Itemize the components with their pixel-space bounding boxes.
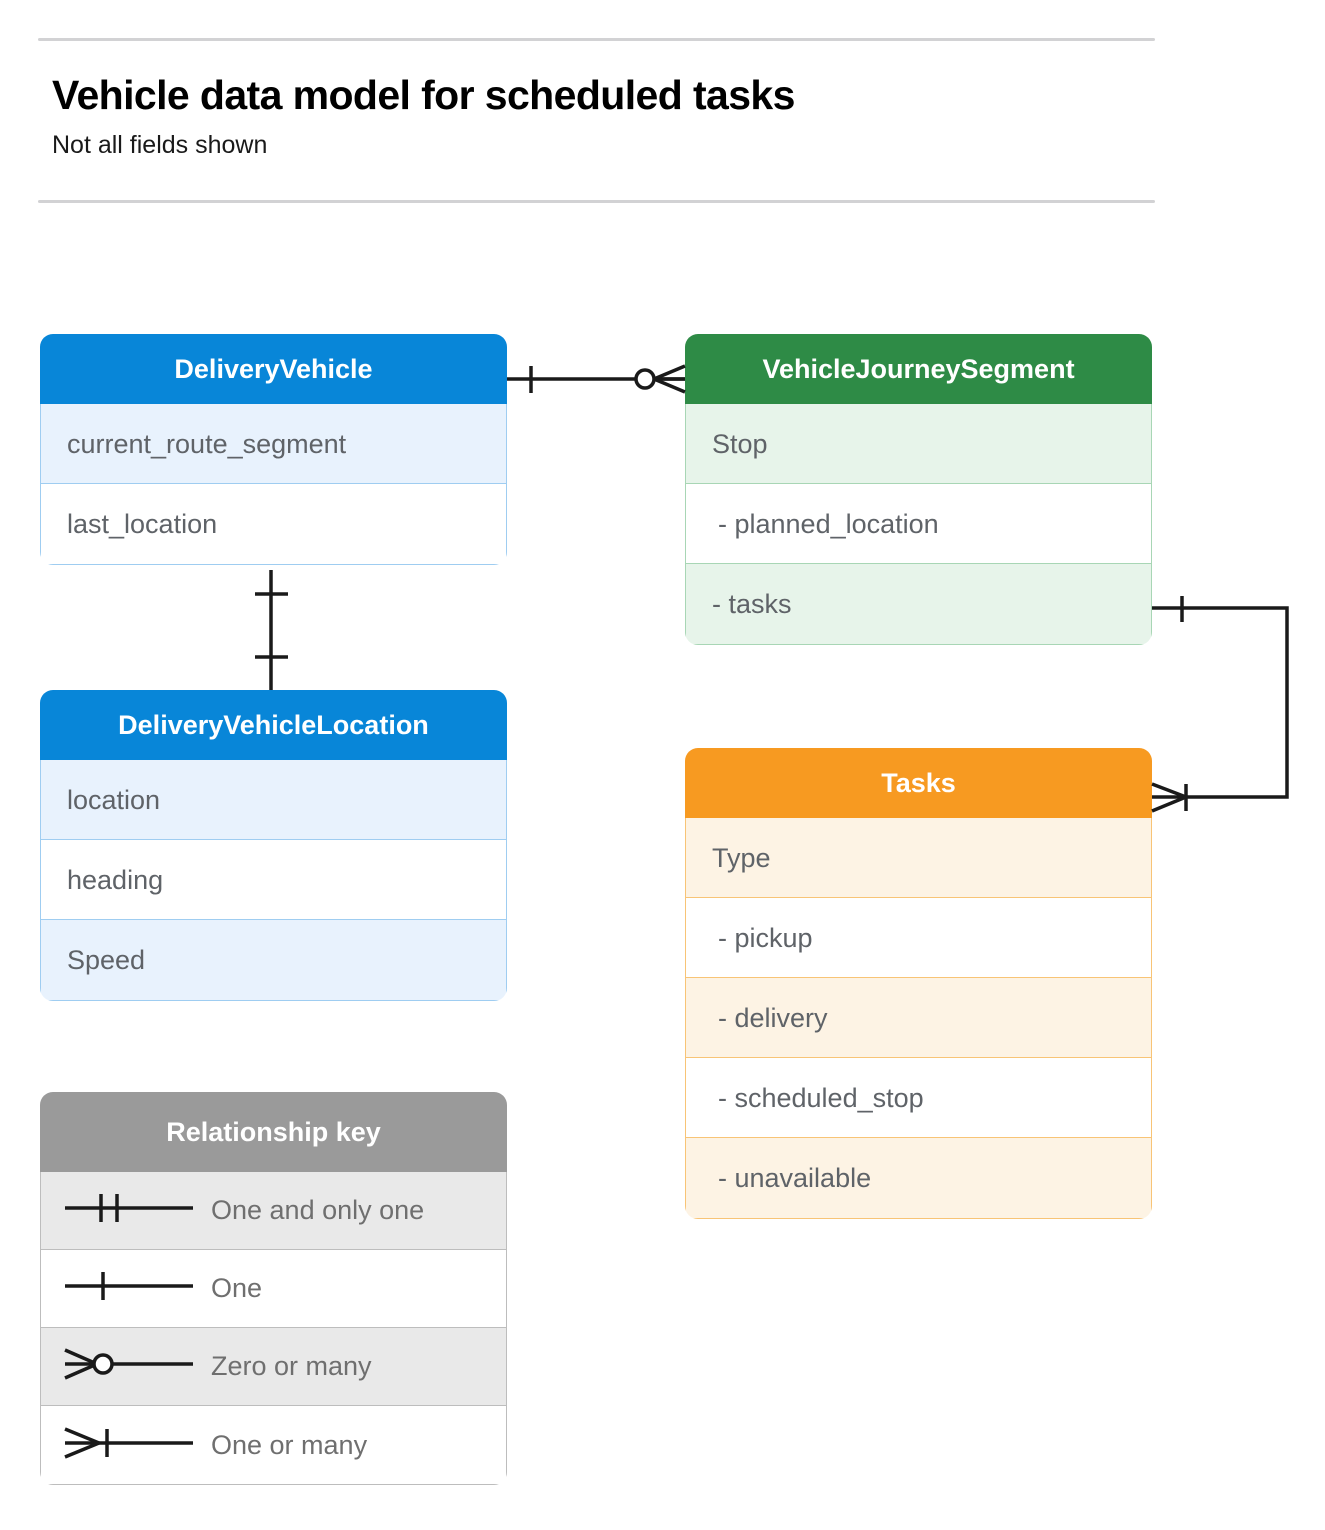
entity-delivery-vehicle[interactable]: DeliveryVehicle current_route_segment la… (40, 334, 507, 565)
entity-delivery-vehicle-location[interactable]: DeliveryVehicleLocation location heading… (40, 690, 507, 1001)
entity-fields-delivery-vehicle: current_route_segment last_location (40, 404, 507, 565)
page-subtitle: Not all fields shown (52, 131, 268, 159)
one-or-many-icon (41, 1423, 211, 1468)
legend-item: Zero or many (41, 1328, 506, 1406)
field-row: Stop (686, 404, 1151, 484)
legend-title: Relationship key (40, 1092, 507, 1172)
legend-rows: One and only one One Zero (40, 1172, 507, 1485)
field-row: location (41, 760, 506, 840)
entity-fields-delivery-vehicle-location: location heading Speed (40, 760, 507, 1001)
field-row: - planned_location (686, 484, 1151, 564)
field-row: - delivery (686, 978, 1151, 1058)
legend-item-label: One and only one (211, 1195, 425, 1225)
legend-item-label: One or many (211, 1429, 368, 1460)
entity-title-delivery-vehicle-location: DeliveryVehicleLocation (40, 690, 507, 760)
field-row: heading (41, 840, 506, 920)
header-bottom-divider (38, 200, 1155, 203)
field-row: last_location (41, 484, 506, 564)
zero-or-many-icon (41, 1344, 211, 1389)
field-row: - unavailable (686, 1138, 1151, 1218)
connector-deliveryvehicle-to-vehiclelocation (255, 570, 288, 690)
header-top-divider (38, 38, 1155, 41)
legend-item-label: One (211, 1273, 263, 1303)
field-row: current_route_segment (41, 404, 506, 484)
field-row: - pickup (686, 898, 1151, 978)
entity-title-delivery-vehicle: DeliveryVehicle (40, 334, 507, 404)
legend-item: One and only one (41, 1172, 506, 1250)
legend-item: One (41, 1250, 506, 1328)
entity-tasks[interactable]: Tasks Type - pickup - delivery - schedul… (685, 748, 1152, 1219)
page-title: Vehicle data model for scheduled tasks (52, 72, 795, 118)
entity-title-tasks: Tasks (685, 748, 1152, 818)
legend-item-label: Zero or many (211, 1351, 372, 1381)
field-row: Type (686, 818, 1151, 898)
relationship-key-legend[interactable]: Relationship key One and only one One (40, 1092, 507, 1485)
entity-vehicle-journey-segment[interactable]: VehicleJourneySegment Stop - planned_loc… (685, 334, 1152, 645)
entity-fields-vehicle-journey-segment: Stop - planned_location - tasks (685, 404, 1152, 645)
field-row: - tasks (686, 564, 1151, 644)
entity-title-vehicle-journey-segment: VehicleJourneySegment (685, 334, 1152, 404)
entity-fields-tasks: Type - pickup - delivery - scheduled_sto… (685, 818, 1152, 1219)
one-and-only-one-icon (41, 1188, 211, 1233)
connector-deliveryvehicle-to-journeysegment (507, 364, 686, 394)
one-icon (41, 1266, 211, 1311)
legend-item: One or many (41, 1406, 506, 1484)
field-row: - scheduled_stop (686, 1058, 1151, 1138)
field-row: Speed (41, 920, 506, 1000)
connector-journeysegment-tasks-to-tasks (1151, 596, 1289, 813)
